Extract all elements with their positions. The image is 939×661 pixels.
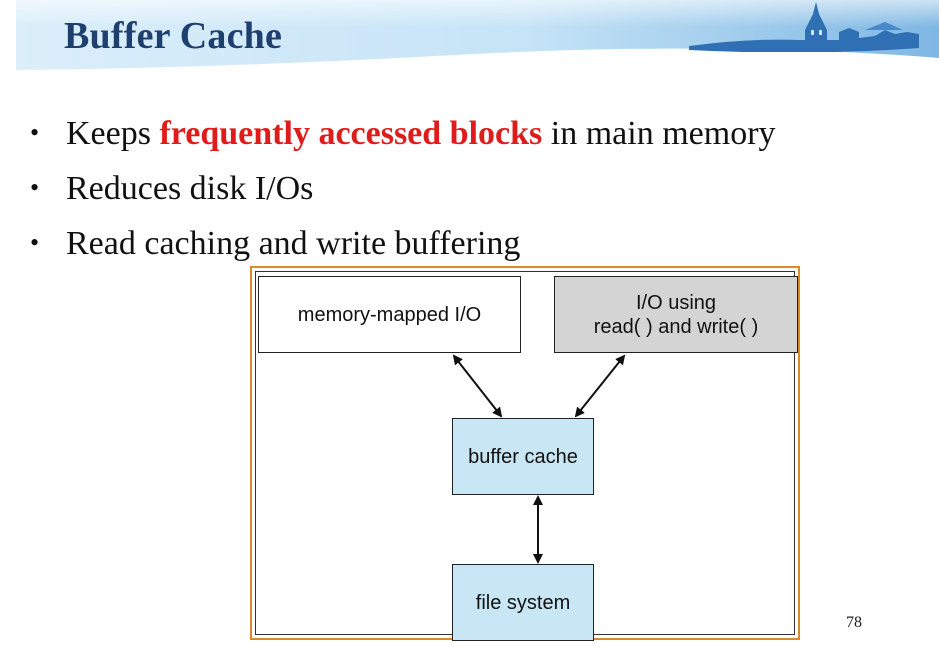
bullet-highlight: frequently accessed blocks xyxy=(159,115,543,152)
slide-title: Buffer Cache xyxy=(64,15,283,57)
io-read-write-box: I/O using read( ) and write( ) xyxy=(554,276,798,353)
io-using-label: I/O using xyxy=(635,291,717,314)
bullet-text: Read caching and write buffering xyxy=(66,225,521,262)
bullet-text: Keeps xyxy=(66,115,160,152)
town-skyline-logo xyxy=(689,2,919,52)
bullet-list: • Keeps frequently accessed blocks in mai… xyxy=(30,106,776,271)
buffer-cache-diagram: memory-mapped I/O I/O using read( ) and … xyxy=(250,266,800,641)
bullet-item: • Read caching and write buffering xyxy=(30,216,776,271)
bullet-text: Reduces disk I/Os xyxy=(66,170,314,207)
file-system-label: file system xyxy=(475,591,571,614)
header-gradient-band xyxy=(16,0,939,70)
buffer-cache-box: buffer cache xyxy=(452,418,594,495)
buffer-cache-label: buffer cache xyxy=(468,445,578,468)
bullet-item: • Keeps frequently accessed blocks in mai… xyxy=(30,106,776,161)
memory-mapped-io-label: memory-mapped I/O xyxy=(297,303,482,326)
bullet-dot-icon: • xyxy=(30,228,40,257)
bullet-dot-icon: • xyxy=(30,173,40,202)
file-system-box: file system xyxy=(452,564,594,641)
memory-mapped-io-box: memory-mapped I/O xyxy=(258,276,521,353)
bullet-text: in main memory xyxy=(542,115,776,152)
read-write-label: read( ) and write( ) xyxy=(593,315,759,338)
bullet-item: • Reduces disk I/Os xyxy=(30,161,776,216)
bullet-dot-icon: • xyxy=(30,118,40,147)
slide-header: Buffer Cache xyxy=(0,0,939,78)
page-number: 78 xyxy=(846,614,862,631)
